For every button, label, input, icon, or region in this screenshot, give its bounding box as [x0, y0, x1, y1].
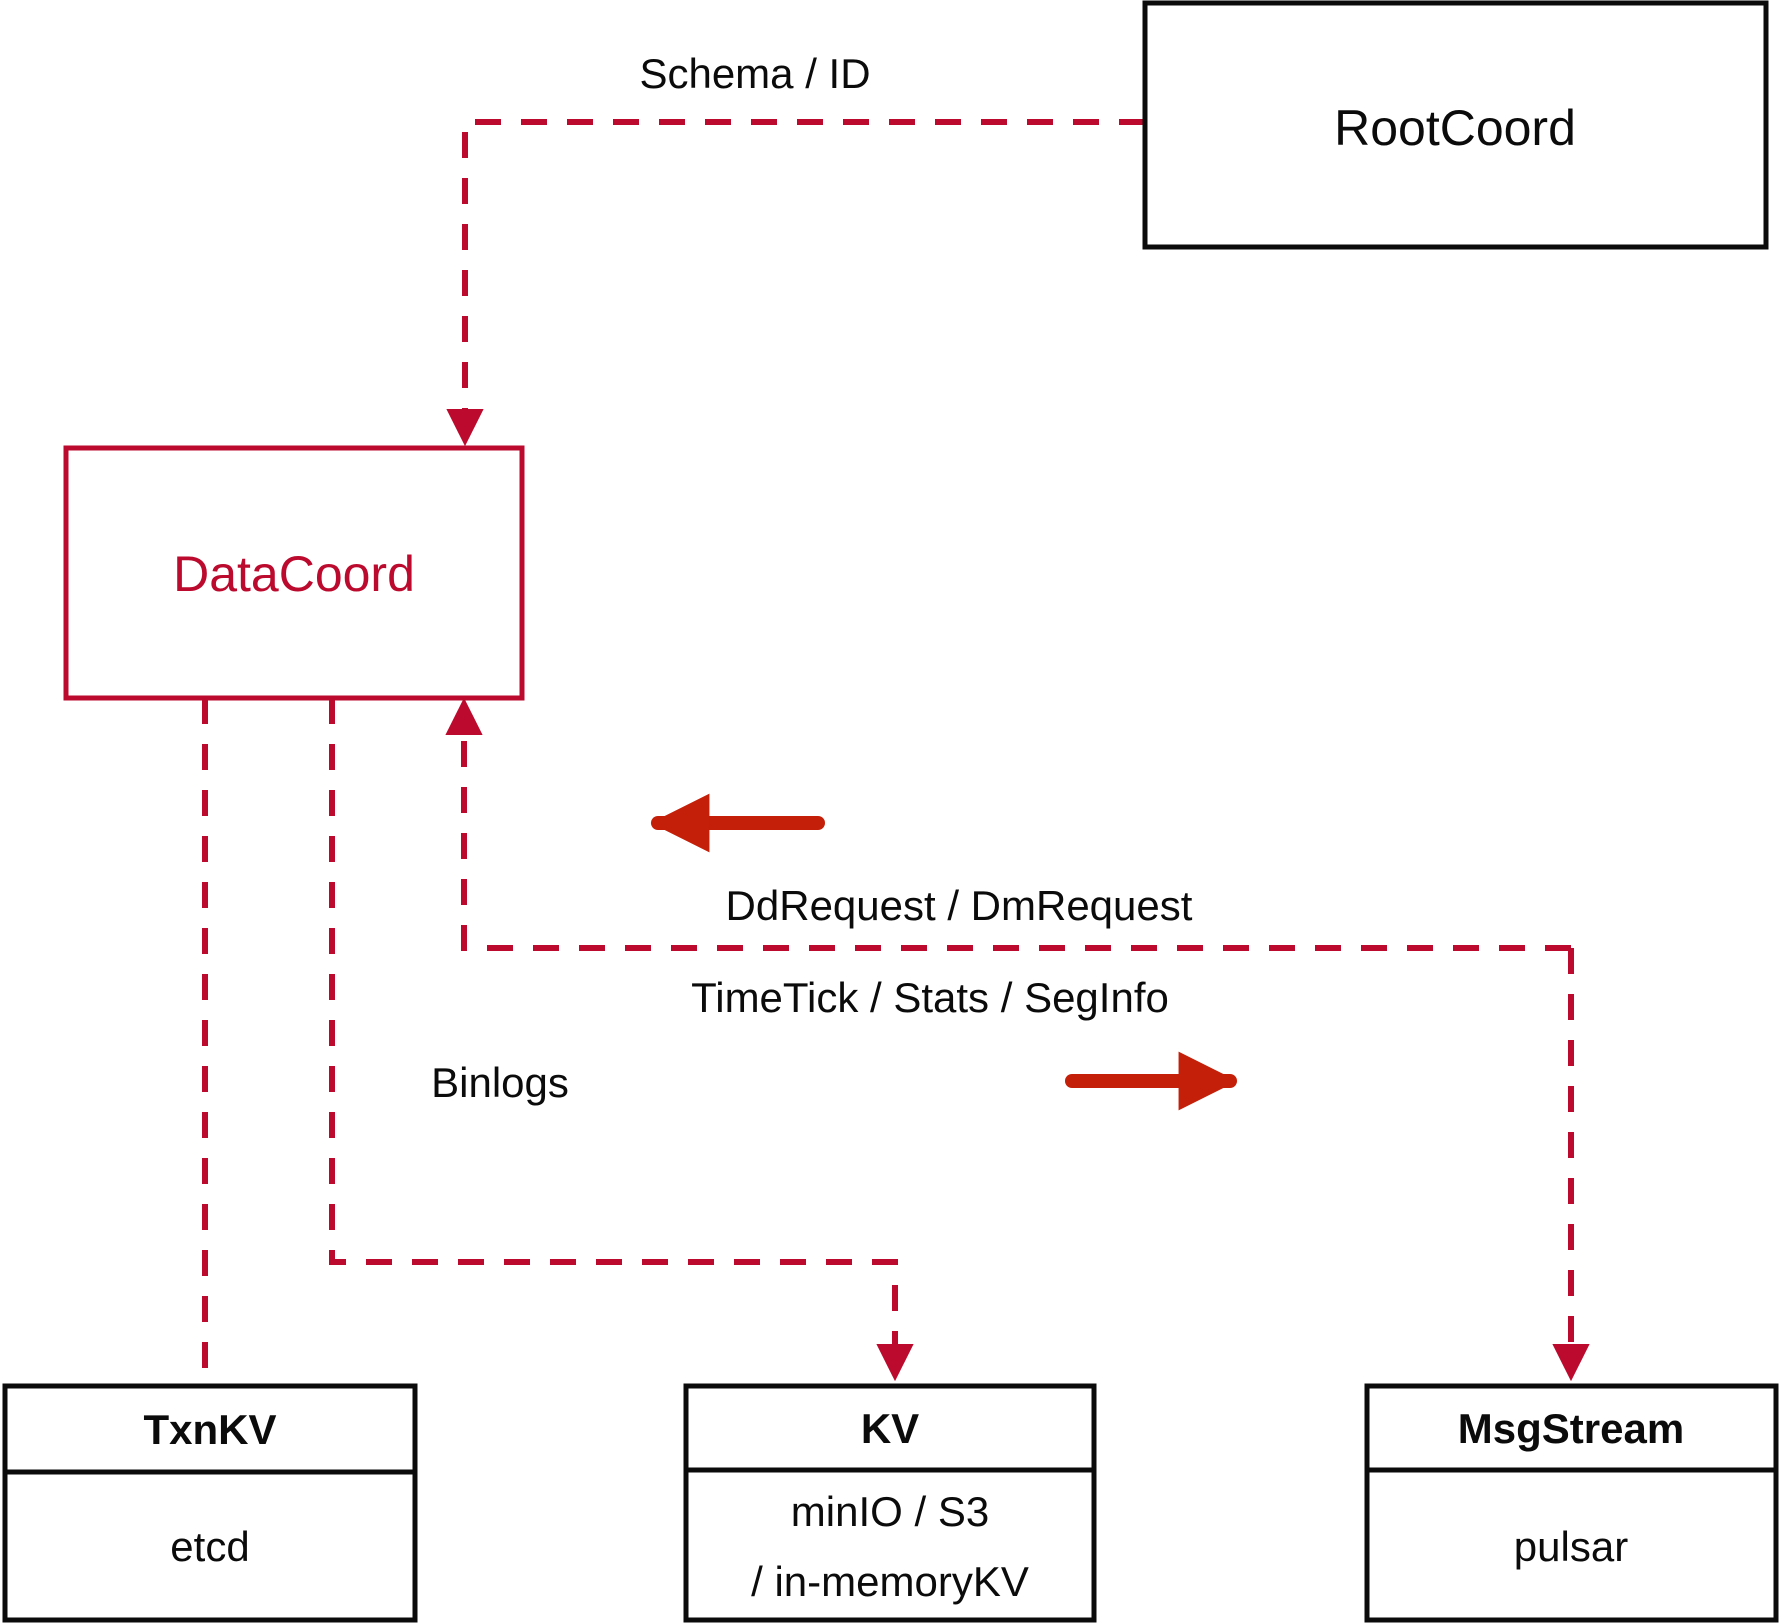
msgstream-box	[1364, 1383, 1779, 1623]
node-datacoord[interactable]: DataCoord	[63, 445, 525, 701]
kv-body-line1: minIO / S3	[791, 1488, 989, 1535]
rootcoord-box	[1142, 0, 1769, 250]
msgstream-header: MsgStream	[1458, 1405, 1684, 1452]
datacoord-box	[63, 445, 525, 701]
edge-label-binlogs: Binlogs	[431, 1059, 569, 1106]
connector-msgstream-to-datacoord	[445, 697, 1571, 951]
edge-label-timetick-stats-seginfo: TimeTick / Stats / SegInfo	[691, 974, 1169, 1021]
connector-binlogs	[329, 698, 914, 1382]
txnkv-header: TxnKV	[143, 1406, 276, 1453]
connector-schema-id	[446, 119, 1145, 447]
txnkv-box	[2, 1383, 418, 1623]
kv-box	[683, 1383, 1097, 1623]
edge-label-schema-id: Schema / ID	[639, 50, 870, 97]
node-rootcoord[interactable]: RootCoord	[1142, 0, 1769, 250]
node-txnkv[interactable]: TxnKV etcd	[2, 1383, 418, 1623]
kv-header: KV	[861, 1405, 919, 1452]
edge-label-dd-dm-request: DdRequest / DmRequest	[726, 882, 1193, 929]
node-msgstream[interactable]: MsgStream pulsar	[1364, 1383, 1779, 1623]
rootcoord-label: RootCoord	[1334, 100, 1576, 156]
msgstream-body: pulsar	[1514, 1523, 1628, 1570]
txnkv-body: etcd	[170, 1523, 249, 1570]
datacoord-label: DataCoord	[173, 546, 415, 602]
kv-body-line2: / in-memoryKV	[751, 1558, 1029, 1605]
node-kv[interactable]: KV minIO / S3 / in-memoryKV	[683, 1383, 1097, 1623]
